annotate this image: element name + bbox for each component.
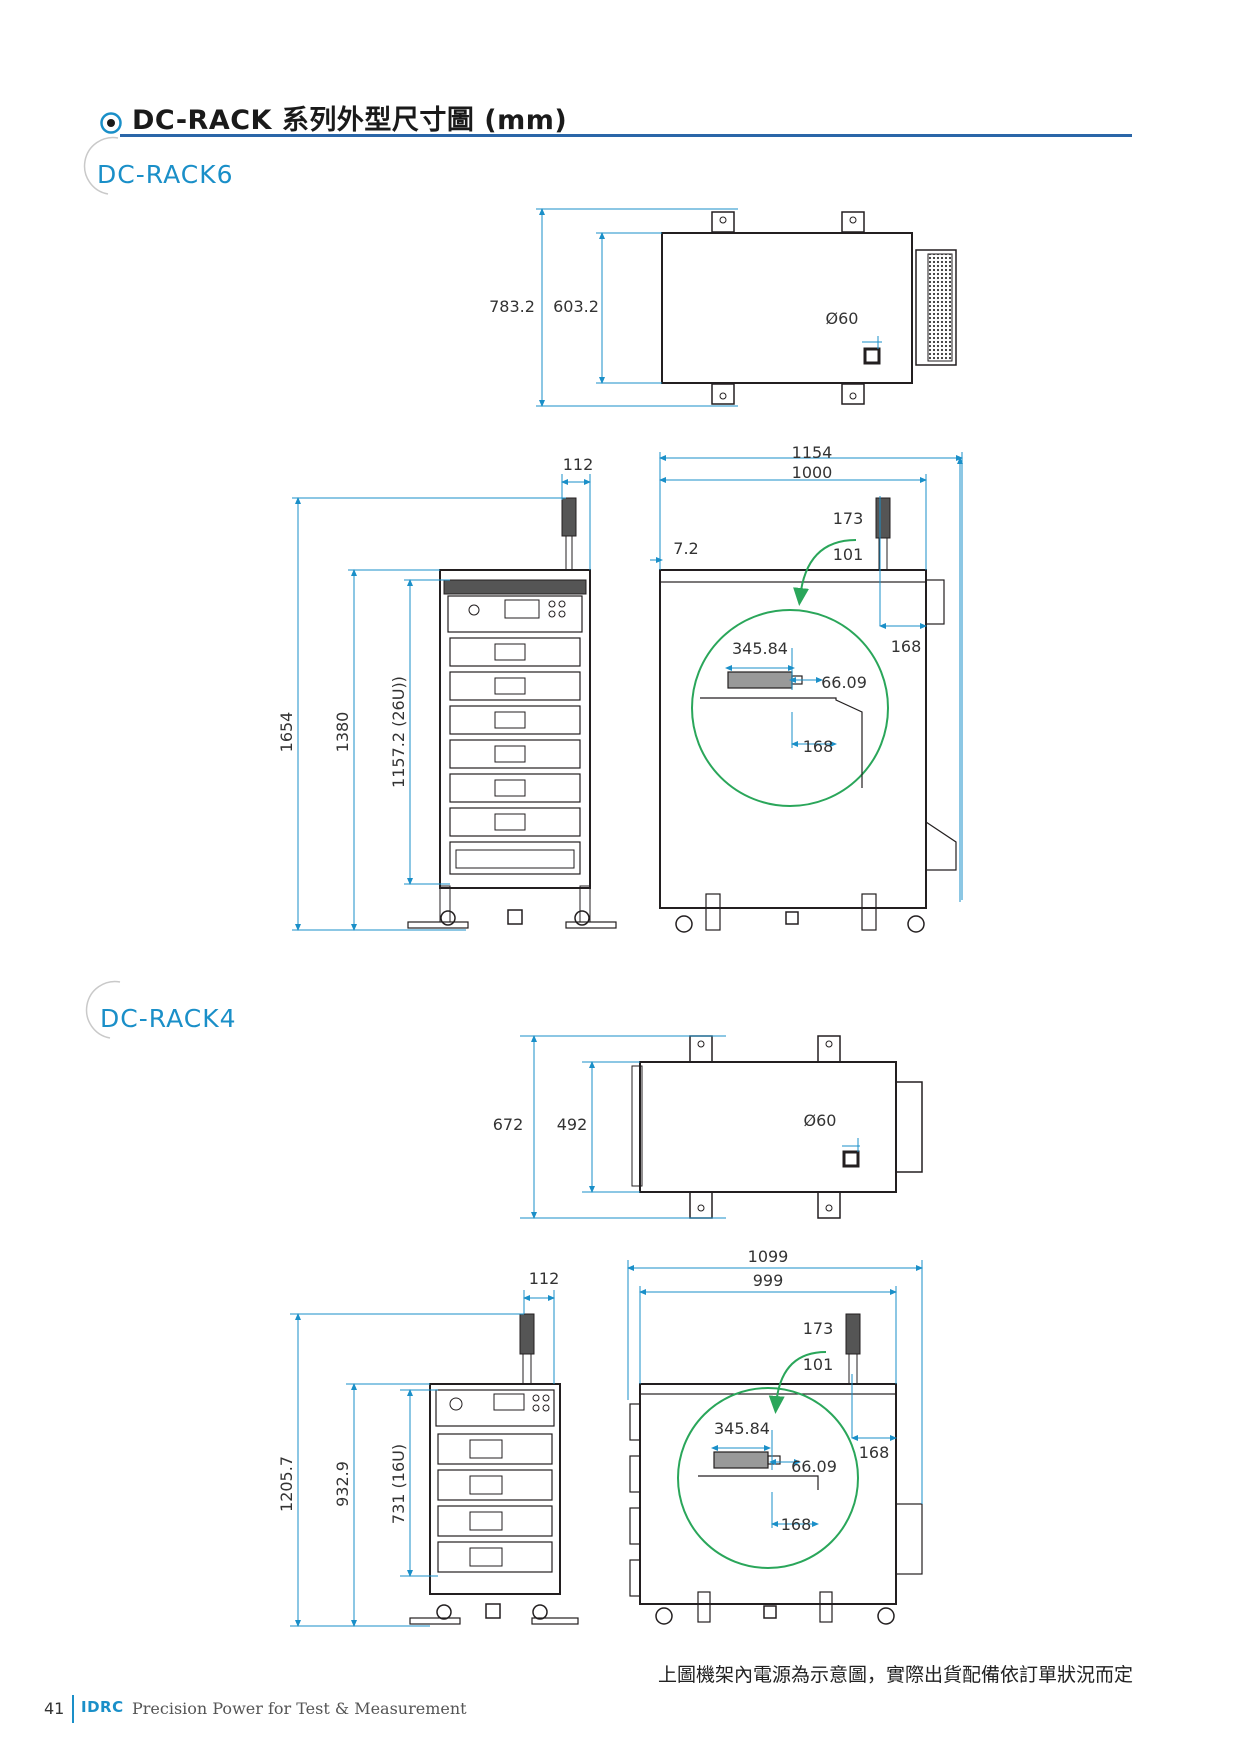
rack4-detail-dimension-lines bbox=[711, 1430, 819, 1528]
rack6-height-usable: 1157.2 (26U)) bbox=[389, 676, 408, 788]
rack4-top-dimension-lines bbox=[520, 1035, 860, 1219]
rack6-beacon-offset: 173 bbox=[833, 509, 864, 528]
rack6-beacon-center: 101 bbox=[833, 545, 864, 564]
rack6-height-total: 1654 bbox=[277, 712, 296, 753]
rack6-side-dimension-lines bbox=[650, 452, 963, 902]
page-title: DC-RACK 系列外型尺寸圖 (mm) bbox=[132, 105, 568, 136]
illustration-note: 上圖機架內電源為示意圖，實際出貨配備依訂單狀況而定 bbox=[657, 1664, 1133, 1686]
rack4-height-usable: 731 (16U) bbox=[389, 1444, 408, 1524]
rack4-rear-depth: 168 bbox=[859, 1443, 890, 1462]
rack6-top-view bbox=[661, 211, 957, 405]
footer-tagline: Precision Power for Test & Measurement bbox=[132, 1699, 467, 1718]
rack6-width-total: 1154 bbox=[792, 443, 833, 462]
model-label-rack4: DC-RACK4 bbox=[100, 1004, 237, 1033]
rack6-hole-diameter: Ø60 bbox=[826, 309, 859, 328]
rack4-top-view bbox=[631, 1035, 923, 1219]
rack6-detail-width: 345.84 bbox=[732, 639, 788, 658]
rack4-side-view bbox=[629, 1313, 923, 1625]
rack4-width-body: 999 bbox=[753, 1271, 784, 1290]
section-header: DC-RACK 系列外型尺寸圖 (mm) bbox=[100, 98, 1132, 138]
rack4-hole-diameter: Ø60 bbox=[804, 1111, 837, 1130]
rack6-front-dimension-lines bbox=[292, 474, 591, 931]
rack6-width-body: 1000 bbox=[792, 463, 833, 482]
model-label-arc-decoration bbox=[83, 136, 119, 195]
target-bullet-icon bbox=[100, 112, 122, 134]
rack4-beacon-offset: 173 bbox=[803, 1319, 834, 1338]
rack4-height-total: 1205.7 bbox=[277, 1456, 296, 1512]
rack4-depth-body: 492 bbox=[557, 1115, 588, 1134]
rack4-front-dimension-lines bbox=[290, 1290, 555, 1627]
rack6-height-frame: 1380 bbox=[333, 712, 352, 753]
rack6-detail-depth: 168 bbox=[803, 737, 834, 756]
rack4-depth-total: 672 bbox=[493, 1115, 524, 1134]
footer-divider bbox=[72, 1695, 74, 1723]
rack6-rear-depth: 168 bbox=[891, 637, 922, 656]
idrc-logo: IDRC bbox=[81, 1698, 124, 1716]
rack6-beacon-width: 112 bbox=[563, 455, 594, 474]
rack6-front-view bbox=[407, 497, 617, 929]
rack4-height-frame: 932.9 bbox=[333, 1461, 352, 1507]
rack4-front-view bbox=[409, 1313, 579, 1625]
rack6-depth-total: 783.2 bbox=[489, 297, 535, 316]
rack4-width-total: 1099 bbox=[748, 1247, 789, 1266]
rack6-detail-dimension-lines bbox=[725, 648, 837, 748]
rack6-callout-arrow bbox=[793, 539, 857, 606]
model-label-arc-decoration bbox=[85, 980, 121, 1039]
rack4-callout-arrow bbox=[768, 1351, 827, 1414]
rack6-top-dimension-lines bbox=[536, 208, 882, 407]
rack6-detail-magnifier bbox=[691, 609, 889, 807]
rack4-detail-width: 345.84 bbox=[714, 1419, 770, 1438]
rack4-detail-magnifier bbox=[677, 1387, 859, 1569]
rack6-detail-view bbox=[700, 671, 863, 788]
rack6-depth-body: 603.2 bbox=[553, 297, 599, 316]
rack6-front-offset: 7.2 bbox=[673, 539, 698, 558]
page-number: 41 bbox=[44, 1699, 65, 1718]
model-label-rack6: DC-RACK6 bbox=[97, 160, 234, 189]
rack4-detail-depth: 168 bbox=[781, 1515, 812, 1534]
rack6-side-view bbox=[659, 497, 957, 933]
rack4-side-dimension-lines bbox=[627, 1260, 923, 1504]
rack6-detail-offset: 66.09 bbox=[821, 673, 867, 692]
title-underline bbox=[120, 134, 1132, 137]
rack4-beacon-center: 101 bbox=[803, 1355, 834, 1374]
rack4-beacon-width: 112 bbox=[529, 1269, 560, 1288]
rack4-detail-offset: 66.09 bbox=[791, 1457, 837, 1476]
